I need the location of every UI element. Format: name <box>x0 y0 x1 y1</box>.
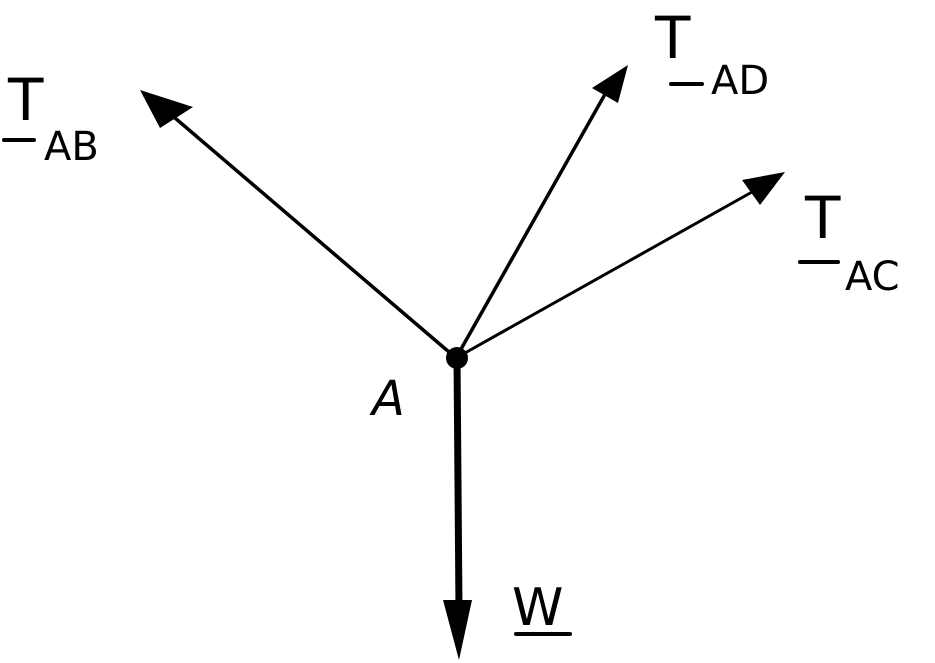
label-t-ab: T AB <box>2 66 99 170</box>
label-w: W <box>512 578 572 638</box>
label-t-ac-subscript: AC <box>845 254 900 300</box>
arrowhead-w <box>443 600 472 660</box>
label-point-a: A <box>369 371 405 427</box>
label-w-symbol: W <box>512 578 563 638</box>
label-t-ab-subscript: AB <box>44 124 99 170</box>
label-t-ad-subscript: AD <box>711 58 769 104</box>
force-line-w <box>453 354 463 614</box>
arrowhead-t-ab <box>140 90 193 128</box>
force-line-t-ac <box>454 190 754 360</box>
label-t-ad: T AD <box>654 4 769 104</box>
force-line-t-ad <box>454 94 606 360</box>
force-line-t-ab <box>166 110 458 360</box>
arrowhead-t-ad <box>592 65 628 103</box>
label-t-ac: T AC <box>798 184 900 300</box>
label-t-ad-symbol: T <box>654 4 691 72</box>
arrowhead-t-ac <box>742 172 785 205</box>
label-t-ab-symbol: T <box>7 66 44 134</box>
node-a-dot <box>446 347 468 369</box>
label-t-ac-symbol: T <box>804 184 841 252</box>
